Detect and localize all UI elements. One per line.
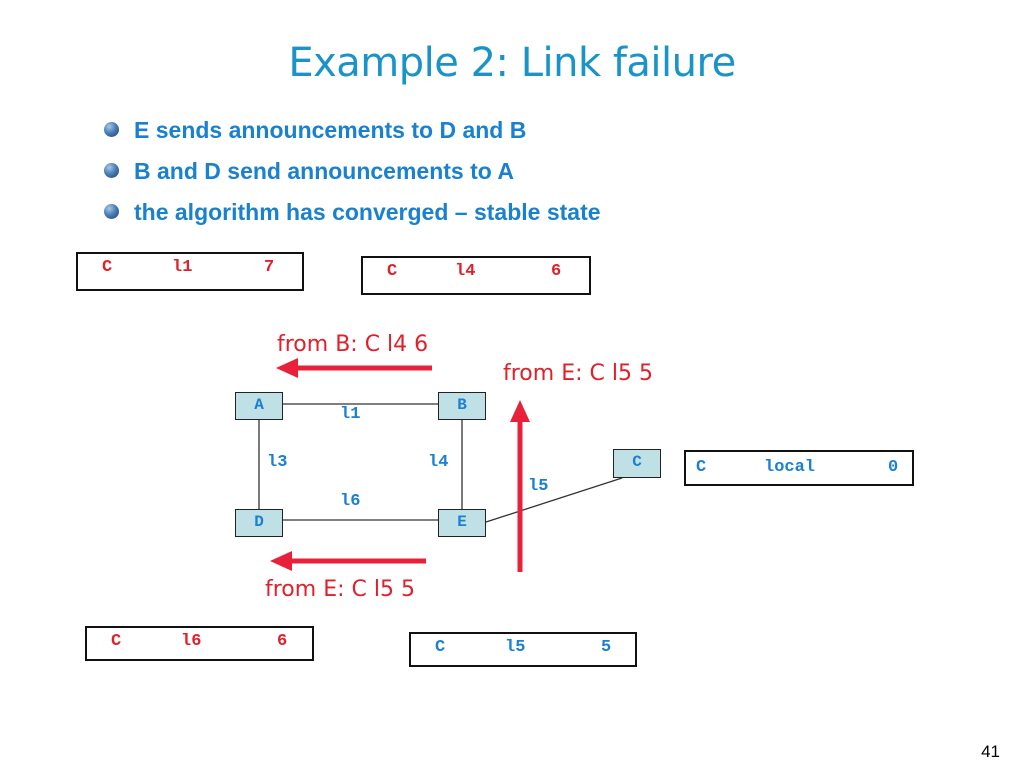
bullet-icon	[104, 122, 119, 137]
table-dest: C	[102, 258, 113, 277]
link-e-c	[485, 477, 623, 523]
bullet-item: E sends announcements to D and B	[104, 112, 601, 153]
annotation-from-e-to-b: from E: C l5 5	[503, 361, 653, 386]
page-number: 41	[981, 742, 1000, 761]
table-link: l6	[181, 632, 202, 651]
bullet-list: E sends announcements to D and B B and D…	[104, 112, 601, 235]
arrow-from-e-to-d	[270, 551, 426, 571]
table-link: l1	[172, 258, 193, 277]
routing-table-a: C l1 7	[76, 252, 304, 291]
table-dest: C	[111, 632, 122, 651]
bullet-icon	[104, 204, 119, 219]
link-label-ab: l1	[340, 405, 361, 424]
table-link: local	[764, 458, 816, 477]
link-label-be: l4	[428, 453, 449, 472]
table-dest: C	[387, 262, 398, 281]
table-link: l5	[505, 638, 526, 657]
node-c: C	[613, 449, 661, 478]
bullet-text: E sends announcements to D and B	[134, 117, 527, 143]
annotation-from-e-to-d: from E: C l5 5	[265, 577, 415, 602]
node-b: B	[438, 392, 486, 420]
table-link: l4	[455, 262, 476, 281]
table-cost: 7	[264, 258, 275, 277]
table-cost: 0	[888, 458, 899, 477]
routing-table-b: C l4 6	[361, 256, 591, 295]
link-label-de: l6	[340, 492, 361, 511]
arrow-from-b	[276, 358, 432, 378]
node-d: D	[235, 509, 283, 537]
table-cost: 5	[601, 638, 612, 657]
slide-title: Example 2: Link failure	[288, 40, 736, 86]
routing-table-c: C local 0	[684, 450, 914, 486]
annotation-from-b: from B: C l4 6	[277, 332, 429, 357]
node-e: E	[438, 509, 486, 537]
table-dest: C	[696, 458, 707, 477]
routing-table-d: C l6 6	[85, 626, 314, 661]
table-cost: 6	[551, 262, 562, 281]
link-label-ec: l5	[528, 477, 549, 496]
bullet-item: the algorithm has converged – stable sta…	[104, 194, 601, 235]
arrow-from-e-to-b	[510, 400, 530, 572]
link-label-ad: l3	[267, 453, 288, 472]
table-cost: 6	[277, 632, 288, 651]
bullet-icon	[104, 163, 119, 178]
bullet-text: B and D send announcements to A	[134, 158, 514, 184]
bullet-item: B and D send announcements to A	[104, 153, 601, 194]
node-a: A	[235, 392, 283, 420]
table-dest: C	[435, 638, 446, 657]
bullet-text: the algorithm has converged – stable sta…	[134, 199, 601, 225]
routing-table-e: C l5 5	[409, 632, 637, 667]
